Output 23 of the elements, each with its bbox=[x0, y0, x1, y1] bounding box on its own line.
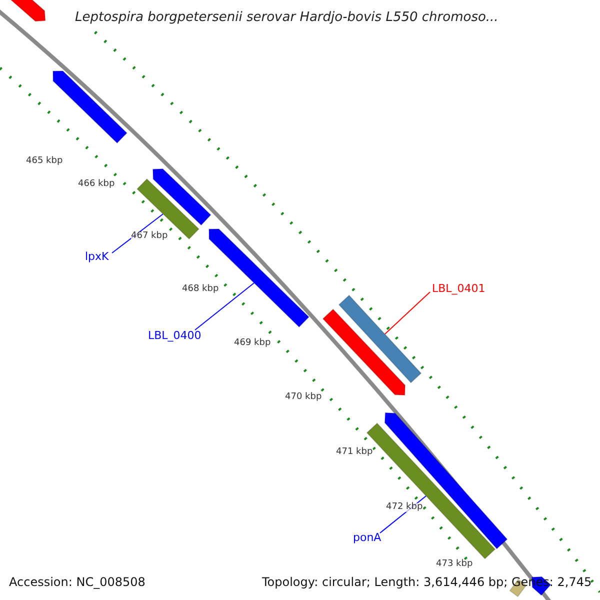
scale-label: 470 kbp bbox=[285, 393, 322, 402]
scale-label: 465 kbp bbox=[26, 157, 63, 166]
info-text: Topology: circular; Length: 3,614,446 bp; Genes: 2,745 bbox=[262, 576, 592, 588]
gene-label: LBL_0401 bbox=[432, 283, 486, 294]
info-text: Accession: NC_008508 bbox=[9, 576, 146, 588]
gene-label: ponA bbox=[353, 532, 382, 543]
scale-label: 473 kbp bbox=[436, 560, 473, 569]
gene-label: LBL_0400 bbox=[148, 330, 202, 341]
scale-label: 466 kbp bbox=[78, 180, 115, 189]
gene-feature bbox=[52, 70, 128, 144]
scale-label: 469 kbp bbox=[234, 339, 271, 348]
gene-feature bbox=[338, 294, 422, 384]
leader-line bbox=[194, 282, 254, 330]
gene-feature bbox=[152, 168, 212, 226]
scale-label: 468 kbp bbox=[182, 285, 219, 294]
scale-label: 467 kbp bbox=[131, 232, 168, 241]
map-title: Leptospira borgpetersenii serovar Hardjo-bovis L550 chromoso... bbox=[75, 11, 498, 24]
gene-feature bbox=[384, 412, 508, 550]
gene-label: lpxK bbox=[85, 251, 109, 262]
leader-line bbox=[384, 292, 430, 334]
gene-feature bbox=[322, 308, 406, 396]
scale-label: 472 kbp bbox=[386, 503, 423, 512]
scale-label: 471 kbp bbox=[336, 448, 373, 457]
